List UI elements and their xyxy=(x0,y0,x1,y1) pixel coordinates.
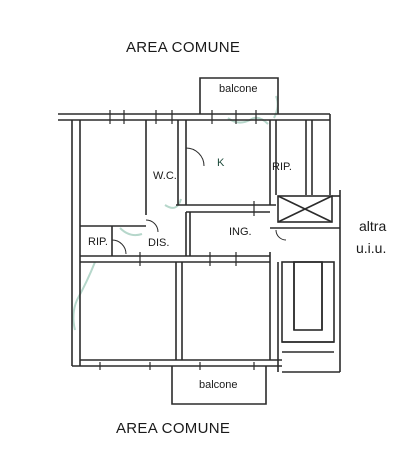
walls xyxy=(58,77,341,405)
rip-label-right: RIP. xyxy=(272,161,292,173)
kitchen-label: K xyxy=(217,157,225,169)
wc-label: W.C. xyxy=(153,170,177,182)
uiu-label: u.i.u. xyxy=(356,240,387,256)
balcone-label-bottom: balcone xyxy=(199,379,238,391)
area-label-top: AREA COMUNE xyxy=(126,39,241,56)
area-label-bottom: AREA COMUNE xyxy=(116,420,231,437)
ing-label: ING. xyxy=(229,226,252,238)
dis-label: DIS. xyxy=(148,237,170,249)
door-swings xyxy=(111,147,287,255)
rip-label-left: RIP. xyxy=(88,236,108,248)
door-ticks xyxy=(99,110,257,370)
altra-label: altra xyxy=(359,218,387,234)
balcone-label-top: balcone xyxy=(219,83,258,95)
